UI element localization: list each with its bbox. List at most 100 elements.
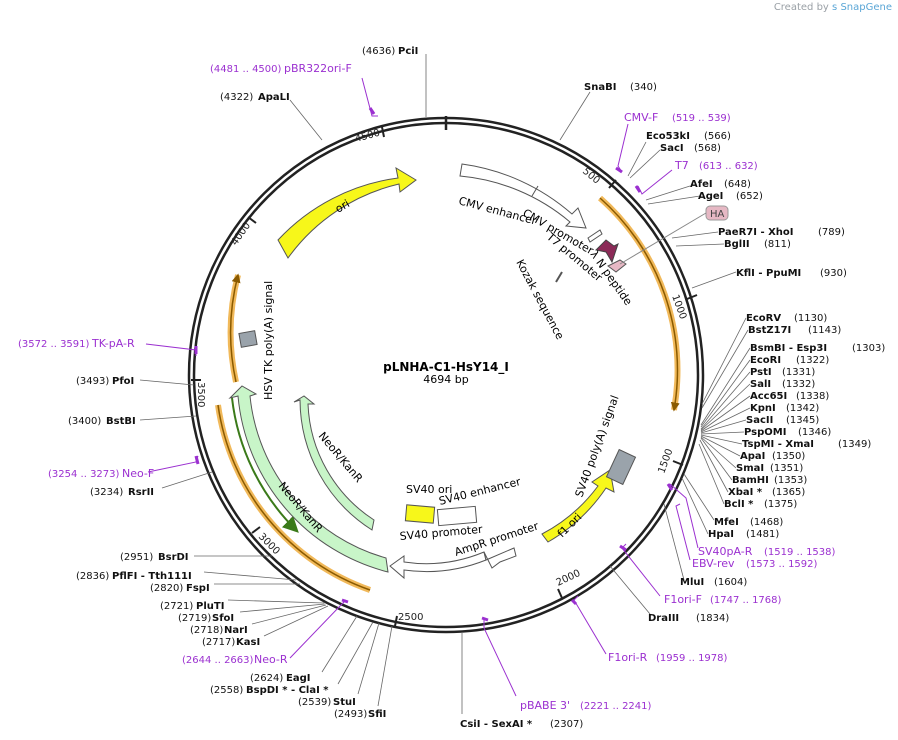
site-sali-name: SalI: [750, 379, 771, 390]
plasmid-length: 4694 bp: [423, 373, 468, 386]
site-xbai-pos: (1365): [772, 487, 805, 498]
site-bsmbi-name: BsmBI - Esp3I: [750, 343, 827, 354]
site-sfii-name: SfiI: [368, 709, 386, 720]
site-ecorv-pos: (1130): [794, 313, 827, 324]
neo-label-2: NeoR/KanR: [276, 480, 326, 536]
primer-f1orif-tick: [619, 544, 627, 552]
orange-arc-tk-line: [229, 273, 241, 383]
site-hpai-name: HpaI: [708, 529, 734, 540]
primer-ebv-name: EBV-rev: [692, 557, 735, 570]
leader-psp: [700, 431, 745, 435]
neo-feature-1: [293, 395, 375, 531]
site-tspmi-pos: (1349): [838, 439, 871, 450]
kozak-label: Kozak sequence: [513, 257, 566, 342]
primer-f1orir-mark: [573, 595, 607, 655]
primer-f1orif-name: F1ori-F: [664, 593, 702, 606]
site-apali-pos: (4322): [220, 92, 253, 103]
site-ecori-name: EcoRI: [750, 355, 781, 366]
sv40-polya-feature: [605, 448, 637, 486]
leader-eco53: [627, 141, 647, 177]
site-csi-pos: (2307): [550, 719, 583, 730]
leader-rsrii: [161, 471, 213, 489]
site-bspdi-pos: (2558): [210, 685, 243, 696]
created-by-label: Created by: [773, 2, 829, 13]
leader-smai: [700, 436, 737, 469]
site-bamhi-name: BamHI: [732, 475, 769, 486]
site-kasi-pos: (2717): [202, 637, 235, 648]
site-mfei-pos: (1468): [750, 517, 783, 528]
site-bstbi-name: BstBI: [106, 416, 136, 427]
cmv-feature: [459, 163, 587, 229]
leader-saci: [629, 149, 661, 179]
site-fspi-name: FspI: [186, 583, 210, 594]
sv40-promoter-feature: [389, 551, 487, 580]
site-pfoi-name: PfoI: [112, 376, 134, 387]
site-acc65-pos: (1338): [796, 391, 829, 402]
tick-label-3500: 3500: [195, 382, 206, 407]
primer-neor-mark: [289, 599, 347, 659]
primer-neof-range: (3254 .. 3273): [48, 469, 120, 480]
site-bstz-name: BstZ17I: [748, 325, 791, 336]
primer-sv40par-tick: [666, 483, 674, 491]
primer-f1orif-mark: [621, 543, 661, 597]
leader-bspdi: [337, 621, 374, 685]
primer-t7-mark: [637, 169, 673, 195]
site-eagi-pos: (2624): [250, 673, 283, 684]
leader-draiii: [609, 565, 651, 615]
leader-agei: [647, 195, 701, 205]
site-ecori-pos: (1322): [796, 355, 829, 366]
ori-feature: [277, 166, 417, 259]
site-sacii-pos: (1345): [786, 415, 819, 426]
site-draiii-name: DraIII: [648, 613, 679, 624]
primer-neor-tick: [341, 598, 349, 604]
site-eco53-name: Eco53kI: [646, 131, 690, 142]
neo-inner-arrow: [231, 397, 299, 533]
sv40-ori-feature: [404, 504, 436, 524]
site-sali-pos: (1332): [782, 379, 815, 390]
primer-f1orir-range: (1959 .. 1978): [656, 653, 728, 664]
primer-ebv-range: (1573 .. 1592): [746, 559, 818, 570]
leader-bamhi: [700, 437, 733, 481]
leader-pfoi: [139, 379, 195, 386]
primer-t7-name: T7: [674, 159, 689, 172]
site-afei-name: AfeI: [690, 179, 713, 190]
site-smai-name: SmaI: [736, 463, 764, 474]
site-psti-pos: (1331): [782, 367, 815, 378]
site-paer7-pos: (789): [818, 227, 845, 238]
site-rsrii-name: RsrII: [128, 487, 154, 498]
primer-pbr-name: pBR322ori-F: [284, 62, 352, 75]
primer-pbabe-mark: [483, 618, 517, 697]
site-sfoi-pos: (2719): [178, 613, 211, 624]
leader-bstz: [701, 329, 749, 409]
site-xbai-name: XbaI *: [728, 487, 763, 498]
site-bstz-pos: (1143): [808, 325, 841, 336]
leader-bcli: [698, 443, 725, 505]
sv40-ori-label: SV40 ori: [406, 483, 452, 496]
orange-arc-neo-line: [217, 404, 371, 591]
snapgene-logo-icon: ѕ: [832, 2, 838, 13]
site-psti-name: PstI: [750, 367, 772, 378]
primer-cmvf-mark: [617, 123, 629, 173]
leader-pflfi: [203, 571, 297, 581]
leader-ecori: [700, 359, 751, 428]
leader-nari: [251, 604, 327, 625]
site-acc65-name: Acc65I: [750, 391, 787, 402]
site-csi-name: CsiI - SexAI *: [460, 719, 533, 730]
orange-arc-insert: [598, 195, 681, 411]
site-plut-name: PluTI: [196, 601, 224, 612]
site-eco53-pos: (566): [704, 131, 731, 142]
site-tspmi-name: TspMI - XmaI: [742, 439, 814, 450]
kozak-feature: [555, 271, 563, 283]
site-stui-name: StuI: [333, 697, 356, 708]
leader-sfii: [377, 625, 393, 707]
tick-3000: [251, 526, 261, 534]
primer-pbr-mark: [361, 77, 378, 117]
leader-tspmi: [700, 434, 743, 445]
leader-bstbi: [139, 415, 197, 421]
primer-f1orir-name: F1ori-R: [608, 651, 648, 664]
lambda-n-feature: [594, 239, 619, 264]
site-psp-pos: (1346): [798, 427, 831, 438]
leader-mfei: [683, 473, 715, 521]
site-mlui-name: MluI: [680, 577, 704, 588]
leader-apali: [289, 99, 323, 141]
